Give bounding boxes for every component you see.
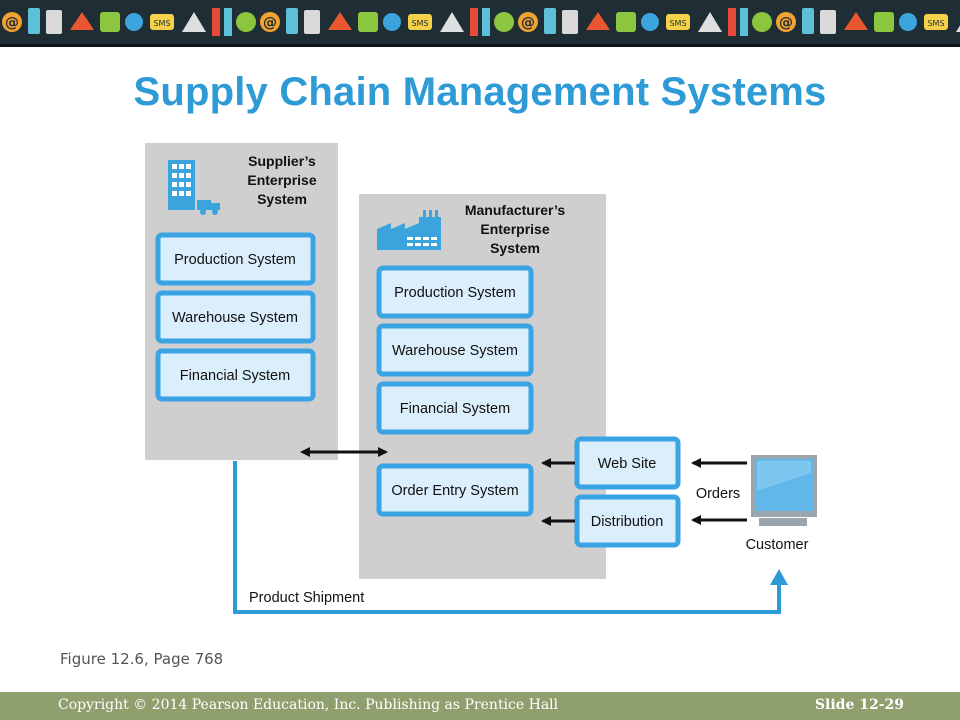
shipment-arrowhead <box>770 569 788 585</box>
manufacturer-financial-label: Financial System <box>400 401 510 417</box>
product-shipment-arrow <box>233 461 781 614</box>
slide-title: Supply Chain Management Systems <box>133 70 827 114</box>
banner-icon-tile: @ SMS <box>2 8 256 36</box>
manufacturer-title-line-2: Enterprise <box>480 221 549 237</box>
slide-number: Slide 12-29 <box>814 697 904 713</box>
supplier-financial-label: Financial System <box>180 368 290 384</box>
manufacturer-production-label: Production System <box>394 285 516 301</box>
manufacturer-title-line-1: Manufacturer’s <box>465 202 566 218</box>
manufacturer-production-box: Production System <box>376 265 534 319</box>
building-icon <box>168 160 220 215</box>
distribution-box: Distribution <box>574 494 681 548</box>
distribution-label: Distribution <box>591 514 664 530</box>
figure-caption: Figure 12.6, Page 768 <box>60 650 224 668</box>
supplier-title-line-1: Supplier’s <box>248 153 316 169</box>
supply-chain-diagram: Supplier’s Enterprise System Production … <box>145 143 818 616</box>
orders-label: Orders <box>696 486 740 502</box>
manufacturer-warehouse-box: Warehouse System <box>376 323 534 377</box>
manufacturer-warehouse-label: Warehouse System <box>392 343 518 359</box>
product-shipment-label: Product Shipment <box>249 590 364 606</box>
supplier-production-box: Production System <box>155 232 316 286</box>
supplier-title-line-3: System <box>257 191 307 207</box>
supplier-warehouse-label: Warehouse System <box>172 310 298 326</box>
order-entry-box: Order Entry System <box>376 463 534 517</box>
manufacturer-financial-box: Financial System <box>376 381 534 435</box>
footer-bar <box>0 692 960 720</box>
supplier-warehouse-box: Warehouse System <box>155 290 316 344</box>
supplier-financial-box: Financial System <box>155 348 316 402</box>
computer-icon <box>751 455 817 526</box>
svg-text:@: @ <box>5 15 19 31</box>
customer-label: Customer <box>746 537 809 553</box>
web-site-box: Web Site <box>574 436 681 490</box>
supplier-production-label: Production System <box>174 252 296 268</box>
banner-divider <box>0 44 960 47</box>
factory-icon <box>377 210 441 250</box>
footer-copyright: Copyright © 2014 Pearson Education, Inc.… <box>58 697 559 713</box>
web-site-label: Web Site <box>598 456 657 472</box>
top-icon-banner: @ SMS <box>0 0 960 44</box>
banner-icons: @ SMS <box>2 8 960 36</box>
manufacturer-title-line-3: System <box>490 240 540 256</box>
svg-text:SMS: SMS <box>153 19 170 28</box>
order-entry-label: Order Entry System <box>391 483 518 499</box>
supplier-title-line-2: Enterprise <box>247 172 316 188</box>
